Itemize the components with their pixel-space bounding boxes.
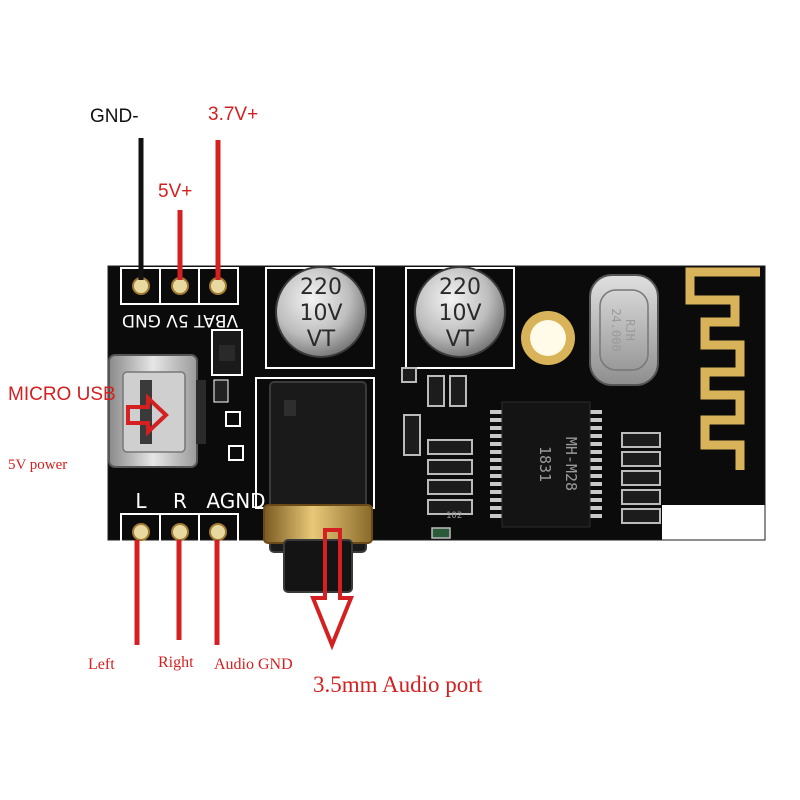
capacitor-1: 220 10V VT [265,266,375,369]
silk-pin-l: L [135,489,147,513]
5v-pin [171,277,189,295]
smd-array-right [621,432,661,524]
gnd-minus-label: GND- [90,106,139,127]
cap1-voltage: 10V [299,301,342,326]
micro-usb-connector [108,354,206,468]
bluetooth-chip: MH-M28 1831 [490,401,602,528]
audio-arrow-icon [310,528,354,651]
usb-arrow-icon [126,393,169,437]
cap2-value: 220 [439,275,481,300]
cap1-mark: VT [307,327,336,352]
capacitor-2: 220 10V VT [405,266,515,369]
led-indicator [431,527,451,539]
cap2-mark: VT [446,327,475,352]
left-pin [132,523,150,541]
smd-components-left [211,329,244,461]
top-wires [138,138,221,280]
crystal-brand: RJH [623,319,637,341]
cap2-voltage: 10V [438,301,481,326]
crystal-oscillator: RJH 24.000 [589,274,659,386]
audio-gnd-label: Audio GND [214,656,293,673]
antenna-trace [685,267,760,470]
chip-code: 1831 [536,446,554,482]
gnd-pin [132,277,150,295]
resistor-code: 102 [446,511,462,521]
top-pin-header [120,267,239,305]
agnd-pin [209,523,227,541]
bottom-pin-header [120,513,239,551]
audio-jack [255,377,375,593]
micro-usb-label: MICRO USB [8,384,116,405]
3v7-plus-label: 3.7V+ [208,104,258,125]
silk-pin-r: R [173,489,187,513]
crystal-freq: 24.000 [609,308,623,351]
cap1-value: 220 [300,275,342,300]
vbat-pin [209,277,227,295]
chip-model: MH-M28 [562,437,580,491]
left-label: Left [88,656,115,673]
silk-pin-agnd: AGND [206,489,265,513]
5v-power-label: 5V power [8,457,67,473]
right-label: Right [158,654,194,671]
mounting-hole [521,311,575,365]
5v-plus-label: 5V+ [158,181,192,202]
audio-port-label: 3.5mm Audio port [313,672,483,697]
bottom-wires [134,540,220,645]
smd-components-middle [401,367,473,515]
silk-top-pins: VBAT 5V GND [122,310,238,330]
right-pin [171,523,189,541]
